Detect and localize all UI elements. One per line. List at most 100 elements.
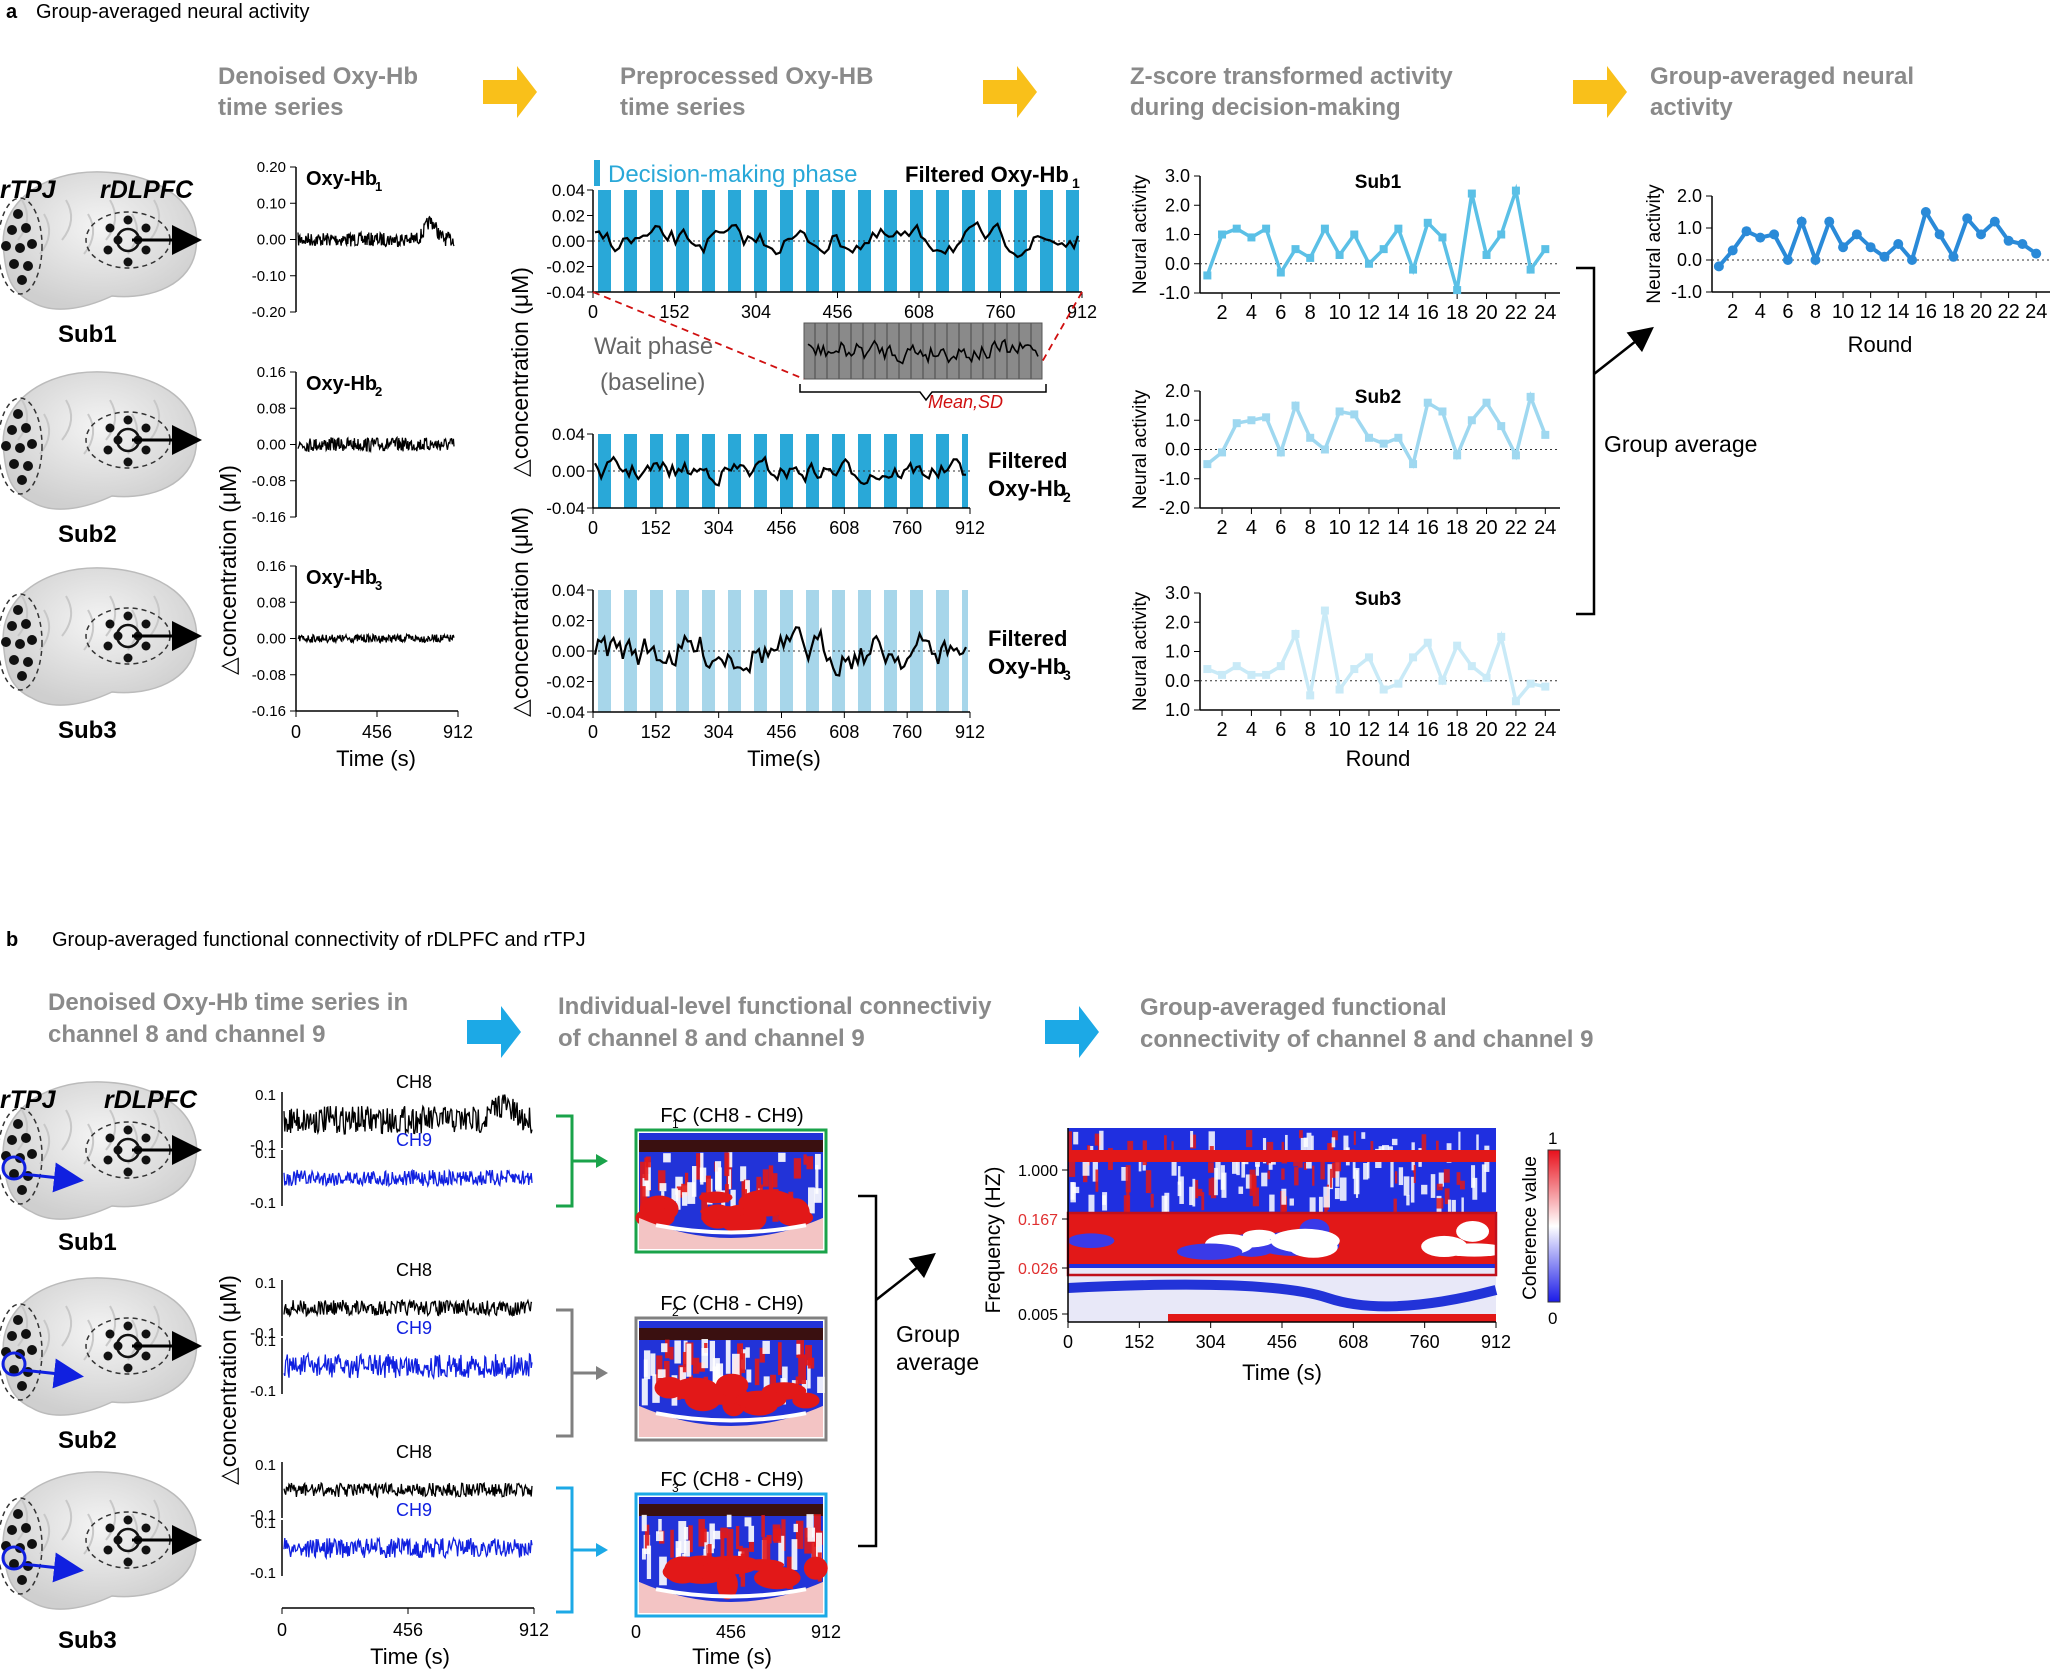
final-map-speckle	[1459, 1180, 1465, 1190]
channel-dot	[123, 215, 133, 225]
channel-dot	[123, 1321, 133, 1331]
zscore-x-tick-label: 6	[1275, 719, 1286, 741]
step-arrow-b1	[467, 1006, 521, 1058]
final-map-speckle	[1121, 1167, 1128, 1181]
fc-map-speckle	[696, 1153, 702, 1180]
final-map-speckle	[1238, 1186, 1244, 1194]
step-a4-line1: Group-averaged neural	[1650, 63, 1914, 90]
brain-sulcus	[61, 1499, 73, 1541]
region-label-rtpj-b: rTPJ	[0, 1086, 57, 1114]
group-point	[1851, 229, 1862, 240]
final-map-speckle	[1311, 1135, 1314, 1151]
zscore-point	[1276, 448, 1285, 457]
channel-dot	[21, 223, 31, 233]
channel-dot	[21, 423, 31, 433]
rtpj-region-outline	[0, 1303, 43, 1401]
zscore-x-tick-label: 12	[1358, 719, 1380, 741]
zscore-x-tick-label: 16	[1417, 302, 1439, 324]
final-map-speckle	[1095, 1169, 1099, 1192]
zscore-point	[1232, 662, 1241, 671]
zscore-x-tick-label: 18	[1446, 517, 1468, 539]
fc-map-speckle	[707, 1544, 712, 1562]
fc-map-speckle	[768, 1165, 774, 1198]
fc-xlabel: Time (s)	[692, 1644, 772, 1669]
fc-map-speckle	[807, 1360, 811, 1389]
ts-trace	[283, 1351, 533, 1381]
final-map-speckle	[1329, 1168, 1333, 1188]
raw-series-subscript: 2	[375, 384, 382, 399]
zscore-y-tick-label: 2.0	[1165, 195, 1190, 215]
final-map-speckle	[1393, 1198, 1397, 1225]
group-point	[1948, 251, 1959, 262]
fc-map-speckle	[646, 1545, 652, 1580]
fc-map-blob	[721, 1558, 756, 1570]
fc-map-speckle	[709, 1523, 715, 1549]
brain-sulcus	[149, 595, 161, 637]
ts-trace	[283, 1481, 533, 1499]
group-point	[2031, 248, 2042, 259]
channel-dot	[27, 635, 37, 645]
zscore-point	[1335, 250, 1344, 259]
zscore-y-tick-label: 1.0	[1165, 642, 1190, 662]
zscore-point	[1423, 638, 1432, 647]
step-a2-line2: time series	[620, 94, 745, 121]
fc-map-speckle	[641, 1548, 646, 1560]
zscore-point	[1203, 271, 1212, 280]
brain-image-a2	[2, 371, 198, 510]
channel-dot	[13, 1315, 23, 1325]
fc-map-speckle	[643, 1350, 651, 1380]
channel-dot	[27, 1345, 37, 1355]
final-map-speckle	[1208, 1162, 1214, 1173]
zscore-ylabel: Neural activity	[1130, 389, 1151, 509]
zscore-x-tick-label: 2	[1216, 517, 1227, 539]
fc-map-label: FC (CH8 - CH9)	[660, 1105, 803, 1127]
group-x-tick-label: 4	[1755, 301, 1766, 323]
filtered-x-tick-label: 304	[704, 518, 734, 538]
rtpj-output-arrow	[21, 1358, 84, 1389]
zscore-x-tick-label: 8	[1305, 302, 1316, 324]
fc-map-speckle	[773, 1528, 782, 1543]
fc-map-speckle	[670, 1529, 674, 1558]
final-map-speckle	[1069, 1160, 1076, 1177]
group-point	[1934, 229, 1945, 240]
brain-image-b1	[2, 1081, 198, 1220]
raw-ylabel: △concentration (μM)	[215, 465, 241, 675]
zscore-point	[1335, 407, 1344, 416]
fc-map-speckle	[745, 1347, 750, 1358]
final-map-speckle	[1070, 1182, 1075, 1200]
fc-bracket-arrowhead	[596, 1154, 608, 1168]
filtered-series-subscript: 3	[1063, 667, 1071, 683]
fc-map-speckle	[669, 1346, 674, 1360]
final-map-speckle	[1447, 1199, 1451, 1224]
fc-map-blob	[715, 1373, 749, 1397]
final-map-speckle	[1471, 1165, 1476, 1188]
zscore-x-tick-label: 12	[1358, 517, 1380, 539]
filtered-ylabel-bottom: △concentration (μM)	[507, 507, 533, 717]
final-map-speckle	[1436, 1198, 1444, 1209]
zscore-point	[1291, 629, 1300, 638]
ts-ylabel-b: △concentration (μM)	[215, 1275, 241, 1485]
zscore-point	[1467, 416, 1476, 425]
channel-dot	[123, 611, 133, 621]
zscore-point	[1497, 632, 1506, 641]
fc-map-speckle	[724, 1152, 730, 1177]
step-a1-line2: time series	[218, 94, 343, 121]
final-map-speckle	[1334, 1187, 1340, 1200]
fc-map-speckle	[746, 1369, 752, 1383]
zscore-y-tick-label: 0.0	[1165, 671, 1190, 691]
final-map-speckle	[1367, 1155, 1370, 1179]
final-map-speckle	[1312, 1165, 1315, 1186]
fc-map-speckle	[806, 1514, 814, 1538]
fc-map-speckle	[814, 1188, 822, 1203]
filtered-x-tick-label: 304	[704, 722, 734, 742]
brain-sulcus	[83, 1123, 95, 1165]
filtered-y-tick-label: 0.04	[552, 425, 585, 444]
brain-sulcus	[61, 595, 73, 637]
channel-dot	[17, 275, 27, 285]
fc-map-speckle	[735, 1526, 740, 1550]
fc-map-speckle	[759, 1347, 765, 1363]
channel-dot	[13, 1509, 23, 1519]
raw-x-tick-label: 912	[443, 722, 473, 742]
brain-sulcus	[149, 1499, 161, 1541]
final-map-speckle	[1363, 1163, 1369, 1180]
